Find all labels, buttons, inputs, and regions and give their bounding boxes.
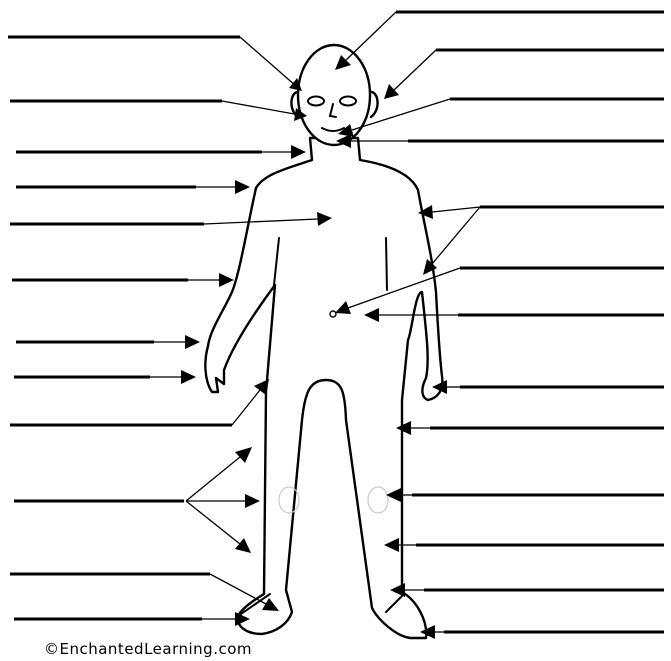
arrowhead-l7 xyxy=(185,335,200,349)
pointer-line-r5a xyxy=(432,207,480,212)
pointer-line-l11 xyxy=(210,574,266,604)
arrowhead-r2 xyxy=(384,84,399,99)
pointer-line-l1 xyxy=(240,37,296,86)
pointer-line-l10a xyxy=(186,457,240,501)
arrowhead-l10c xyxy=(235,538,251,553)
arrowhead-l10b xyxy=(245,494,260,508)
right-inner-arm xyxy=(386,238,387,290)
arrowhead-l6 xyxy=(219,273,234,287)
body-outline xyxy=(205,138,442,638)
arrowhead-l3 xyxy=(291,145,306,159)
arrowhead-l10a xyxy=(235,447,252,463)
arrowhead-l4 xyxy=(235,180,250,194)
arrowhead-l8 xyxy=(181,370,196,384)
pointer-line-l2 xyxy=(222,101,300,115)
pointer-line-r1 xyxy=(346,12,396,60)
pointer-line-l10c xyxy=(186,501,240,544)
pointer-line-r5b xyxy=(432,207,480,264)
copyright-credit: ©EnchantedLearning.com xyxy=(44,640,252,658)
pointer-line-l9 xyxy=(232,390,260,425)
pointer-line-r2 xyxy=(394,50,436,90)
